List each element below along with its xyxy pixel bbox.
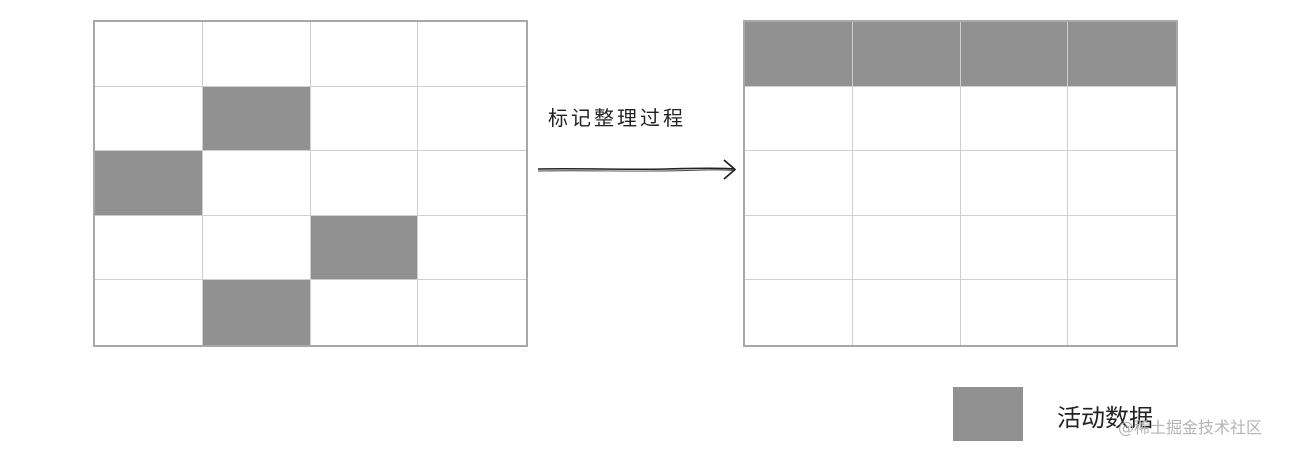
legend-label: 活动数据	[1057, 404, 1153, 432]
memory-cell	[745, 86, 853, 152]
memory-cell	[1068, 87, 1176, 152]
memory-cell	[311, 280, 419, 345]
memory-cell	[418, 87, 526, 152]
memory-grid-after	[743, 20, 1178, 347]
memory-cell	[852, 86, 961, 152]
memory-cell	[745, 215, 853, 281]
memory-cell-active	[202, 280, 311, 345]
memory-cell	[418, 216, 526, 281]
memory-cell	[418, 22, 526, 87]
arrow-right-icon	[537, 159, 736, 180]
memory-cell	[310, 86, 419, 152]
memory-cell-active	[95, 151, 203, 216]
memory-cell	[853, 280, 961, 345]
memory-cell	[95, 215, 203, 281]
memory-cell	[745, 151, 853, 216]
memory-cell	[961, 280, 1069, 345]
memory-cell	[960, 215, 1069, 281]
memory-cell	[310, 151, 419, 216]
memory-cell	[310, 22, 419, 87]
memory-cell-active	[960, 22, 1069, 87]
memory-cell-active	[202, 86, 311, 152]
memory-cell	[95, 22, 203, 87]
memory-cell	[202, 215, 311, 281]
memory-cell	[418, 151, 526, 216]
memory-cell	[202, 22, 311, 87]
memory-cell	[960, 151, 1069, 216]
memory-cell-active	[745, 22, 853, 87]
memory-grid-before	[93, 20, 528, 347]
memory-cell	[852, 151, 961, 216]
memory-cell	[1068, 280, 1176, 345]
memory-cell	[1068, 151, 1176, 216]
memory-cell	[418, 280, 526, 345]
memory-cell	[1068, 216, 1176, 281]
memory-cell	[95, 280, 203, 345]
memory-cell-active	[1068, 22, 1176, 87]
memory-cell	[960, 86, 1069, 152]
memory-cell	[202, 151, 311, 216]
memory-cell-active	[852, 22, 961, 87]
process-label: 标记整理过程	[548, 106, 686, 130]
legend-swatch	[953, 387, 1023, 441]
memory-cell	[745, 280, 853, 345]
watermark: @稀土掘金技术社区	[1118, 418, 1263, 437]
memory-cell	[95, 86, 203, 152]
memory-cell-active	[310, 215, 419, 281]
memory-cell	[852, 215, 961, 281]
